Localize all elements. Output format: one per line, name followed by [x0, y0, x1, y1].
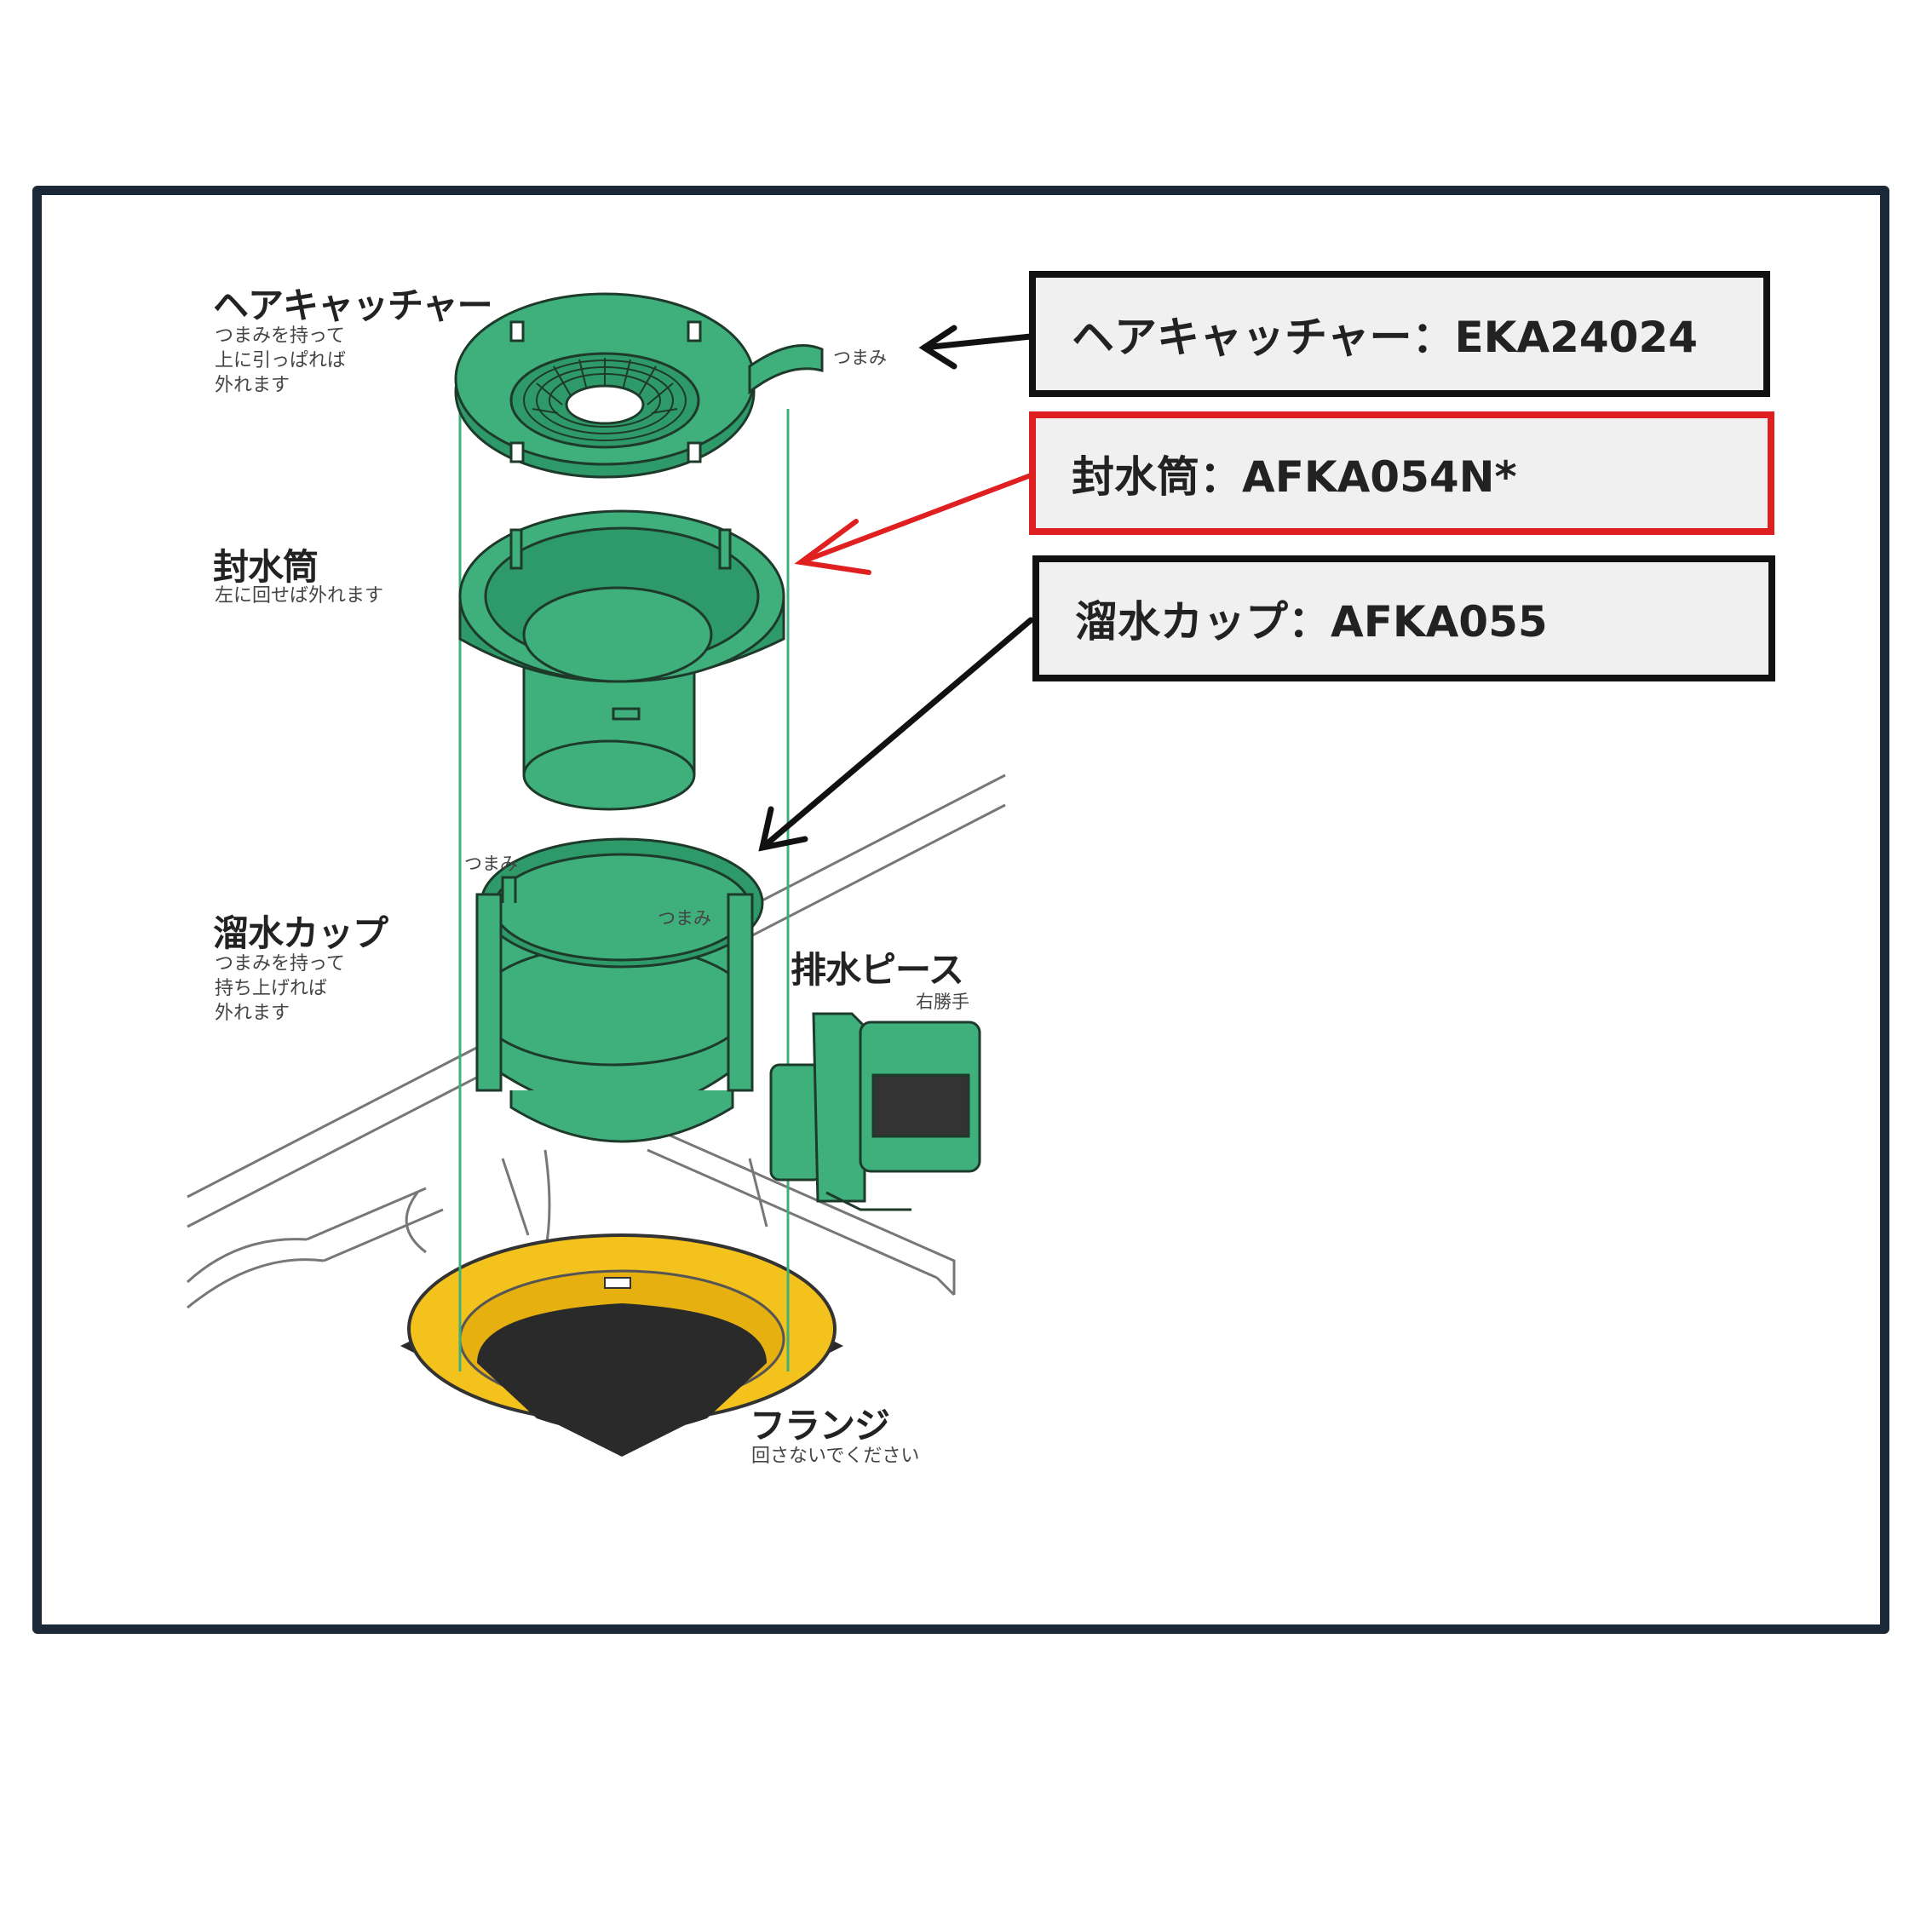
part-title-water-seal-tube: 封水筒 — [213, 546, 319, 588]
knob-label-hair-catcher: つまみ — [833, 348, 887, 368]
hair-catcher — [454, 292, 824, 479]
part-note-drain-piece: 右勝手 — [916, 992, 969, 1012]
part-title-water-cup: 溜水カップ — [213, 912, 388, 954]
part-note-flange: 回さないでください — [751, 1446, 920, 1467]
part-note-water-seal-tube: 左に回せば外れます — [215, 585, 384, 607]
part-note-water-cup-2: 持ち上げれば — [215, 978, 328, 999]
callout-water-seal-tube-text: 封水筒：AFKA054N* — [1072, 451, 1517, 502]
callout-hair-catcher: ヘアキャッチャー：EKA24024 — [1029, 271, 1770, 397]
callout-water-seal-tube: 封水筒：AFKA054N* — [1029, 411, 1774, 535]
knob-label-cup-right: つまみ — [658, 908, 711, 929]
pointer-arrow-water-cup — [758, 617, 1034, 852]
diagram-frame — [32, 186, 1889, 1634]
part-note-hair-catcher-2: 上に引っぱれば — [215, 350, 347, 371]
part-note-hair-catcher-1: つまみを持って — [215, 325, 345, 347]
part-title-hair-catcher: ヘアキャッチャー — [213, 285, 493, 326]
part-note-water-cup-3: 外れます — [215, 1003, 290, 1024]
part-title-drain-piece: 排水ピース — [791, 949, 964, 991]
knob-label-cup-left: つまみ — [464, 854, 518, 874]
callout-water-cup-text: 溜水カップ：AFKA055 — [1075, 597, 1548, 647]
part-title-flange: フランジ — [750, 1405, 890, 1446]
callout-water-cup: 溜水カップ：AFKA055 — [1032, 555, 1775, 681]
water-cup — [475, 837, 764, 1143]
callout-hair-catcher-text: ヘアキャッチャー：EKA24024 — [1072, 313, 1699, 362]
flange — [400, 1233, 843, 1457]
drain-piece — [769, 1012, 981, 1211]
water-seal-tube — [458, 509, 785, 811]
pointer-arrow-hair-catcher — [918, 325, 1034, 370]
part-note-hair-catcher-3: 外れます — [215, 375, 290, 396]
pointer-arrow-water-seal-tube — [794, 473, 1033, 575]
part-note-water-cup-1: つまみを持って — [215, 953, 345, 975]
